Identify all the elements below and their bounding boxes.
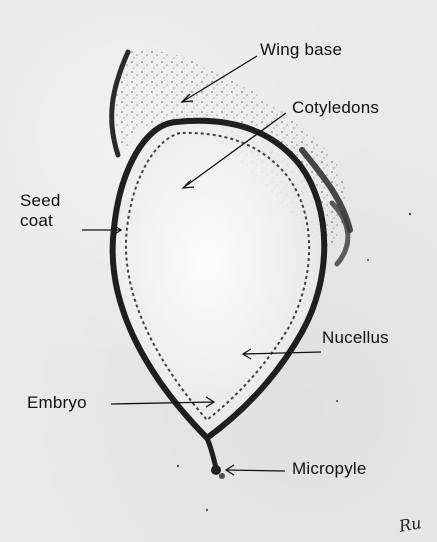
- label-micropyle: Micropyle: [292, 459, 367, 479]
- label-embryo: Embryo: [27, 393, 87, 413]
- speck: [177, 465, 179, 467]
- speck: [336, 400, 338, 402]
- speck: [367, 259, 369, 261]
- speck: [206, 509, 208, 511]
- label-seed-coat: Seed coat: [20, 191, 80, 230]
- label-nucellus: Nucellus: [322, 328, 389, 348]
- micropyle-dots-2: [219, 473, 225, 479]
- label-seed-coat-line1: Seed: [20, 191, 80, 211]
- label-cotyledons: Cotyledons: [292, 98, 379, 118]
- illustrator-signature: Ru: [397, 513, 422, 536]
- label-wing-base: Wing base: [260, 40, 342, 60]
- speck: [409, 213, 411, 215]
- seed-coat-outline: [113, 121, 325, 438]
- label-seed-coat-line2: coat: [20, 211, 80, 231]
- micropyle-dots: [211, 465, 221, 475]
- micropyle-tip: [207, 438, 216, 468]
- pointer-micropyle: [226, 470, 285, 471]
